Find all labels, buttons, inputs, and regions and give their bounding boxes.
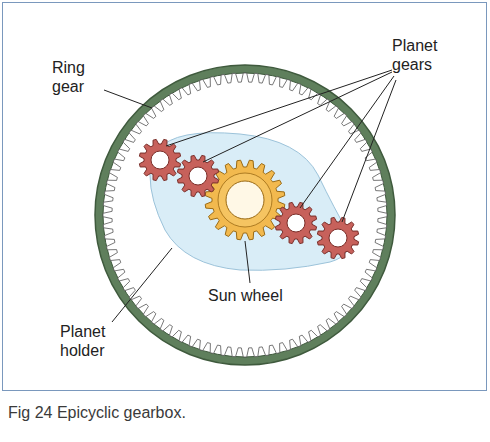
ring-band — [95, 65, 395, 365]
leader-line — [342, 80, 396, 222]
leader-line — [104, 90, 152, 108]
planet-bore — [287, 214, 305, 232]
planet-bore — [151, 151, 169, 169]
planet-bore — [189, 167, 207, 185]
sun-bore — [226, 181, 264, 219]
part-label: Planet holder — [60, 322, 122, 360]
planet-gear — [275, 202, 316, 243]
leader-lines — [104, 70, 396, 322]
planet-bore — [329, 229, 347, 247]
leader-line — [112, 248, 172, 322]
part-label: Sun wheel — [205, 286, 286, 305]
planet-gear — [139, 139, 180, 180]
sun-hub — [218, 173, 272, 227]
figure-frame — [3, 3, 487, 391]
part-label: Ring gear — [52, 58, 100, 96]
planet-gear — [317, 217, 358, 258]
planet-gear — [177, 155, 218, 196]
part-label: Planet gears — [392, 36, 454, 74]
leader-line — [203, 72, 392, 162]
leader-line — [166, 70, 392, 146]
ring-gear — [95, 65, 395, 365]
leader-line — [300, 76, 394, 208]
figure-caption: Fig 24 Epicyclic gearbox. — [8, 404, 186, 422]
leader-line — [245, 241, 250, 283]
gear-set — [139, 139, 358, 258]
